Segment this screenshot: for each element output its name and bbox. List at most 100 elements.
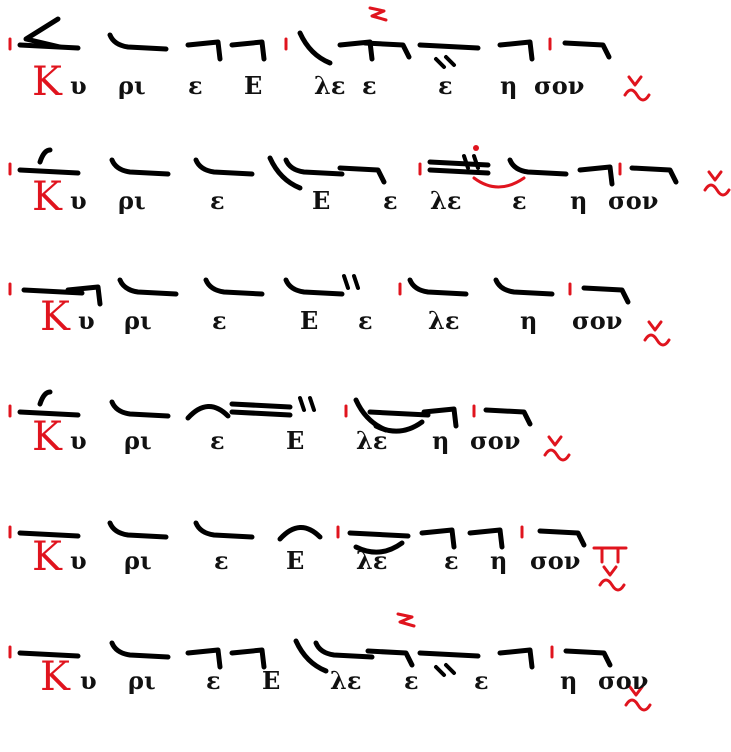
lyric-syllable: η [520, 306, 538, 335]
lyric-syllable: σον [470, 426, 521, 455]
gorgon-icon [368, 6, 388, 22]
pi-sign-icon [592, 546, 628, 564]
apostrophos-neume-icon [185, 647, 223, 670]
kentema-neume-icon [562, 40, 612, 60]
lyric-syllable: Ε [244, 71, 263, 100]
ison-neume-icon [283, 277, 345, 297]
initial-letter: Κ [32, 174, 62, 220]
martyria-accent-icon [647, 320, 663, 332]
ison-neume-icon [109, 157, 171, 177]
lyric-syllable: η [500, 71, 518, 100]
lyric-syllable: ε [438, 71, 453, 100]
dot-icon [473, 145, 479, 151]
elaphron-neume-icon [353, 540, 405, 555]
ison-neume-icon [193, 520, 255, 540]
lyric-syllable: λε [430, 186, 462, 215]
oligon-neume-icon [417, 650, 481, 659]
apostrophos-neume-icon [229, 647, 267, 670]
ison-neume-icon [109, 640, 171, 660]
lyric-syllable: ε [404, 666, 419, 695]
initial-letter: Κ [32, 59, 62, 105]
lyric-syllable: υ [80, 666, 97, 695]
apostrophos-neume-icon [229, 39, 267, 62]
kentema-neume-icon [483, 407, 533, 427]
martyria-accent-icon [547, 435, 563, 447]
oligon-neume-icon [17, 167, 81, 176]
lyric-syllable: Ε [286, 546, 305, 575]
kentemata-icon [342, 274, 360, 290]
lyric-syllable: υ [70, 426, 87, 455]
initial-letter: Κ [32, 534, 62, 580]
lyric-syllable: λε [428, 306, 460, 335]
kentema-neume-icon [537, 528, 587, 548]
lyric-syllable: ρι [128, 666, 156, 695]
lyric-syllable: ρι [124, 426, 152, 455]
kentemata-icon [298, 396, 316, 412]
vareia-icon [267, 155, 303, 191]
vareia-icon [293, 638, 329, 674]
lyric-syllable: ε [214, 546, 229, 575]
martyria-accent-icon [602, 565, 618, 577]
lyric-syllable: Ε [312, 186, 331, 215]
lyric-syllable: υ [78, 306, 95, 335]
lyric-syllable: Ε [262, 666, 281, 695]
lyric-syllable: σον [534, 71, 585, 100]
oligon-neume-icon [347, 530, 411, 539]
oligon-neume-icon [427, 159, 491, 168]
ison-neume-icon [109, 399, 171, 419]
lyric-syllable: υ [70, 186, 87, 215]
hyporrhoe-neume-icon [434, 55, 456, 69]
ison-neume-icon [117, 277, 179, 297]
lyric-syllable: λε [356, 426, 388, 455]
vareia-icon [297, 30, 333, 66]
martyria-sign-icon [643, 333, 671, 347]
lyric-syllable: ε [212, 306, 227, 335]
initial-letter: Κ [40, 294, 70, 340]
kentema-neume-icon [337, 165, 387, 185]
oligon-neume-icon [367, 409, 431, 418]
oligon-neume-icon [17, 409, 81, 418]
martyria-sign-icon [598, 578, 626, 592]
lyric-syllable: ε [206, 666, 221, 695]
ison-neume-icon [107, 520, 169, 540]
kentema-neume-icon [629, 165, 679, 185]
oligon-neume-icon [21, 287, 85, 296]
martyria-sign-icon [624, 698, 652, 712]
martyria-sign-icon [543, 448, 571, 462]
martyria-sign-icon [623, 88, 651, 102]
lyric-syllable: σον [530, 546, 581, 575]
kentemata-icon [462, 154, 480, 170]
psifiston-icon [37, 147, 53, 165]
lyric-syllable: η [570, 186, 588, 215]
lyric-syllable: υ [70, 546, 87, 575]
kentema-neume-icon [365, 648, 415, 668]
oligon-neume-icon [417, 42, 481, 51]
lyric-syllable: ρι [124, 306, 152, 335]
lyric-syllable: ε [474, 666, 489, 695]
oligon-neume-icon [229, 409, 293, 418]
apostrophos-neume-icon [185, 39, 223, 62]
slur-icon [472, 176, 526, 189]
ison-neume-icon [493, 277, 555, 297]
lyric-syllable: σον [598, 666, 649, 695]
initial-letter: Κ [32, 414, 62, 460]
lyric-syllable: ε [362, 71, 377, 100]
apostrophos-neume-icon [497, 647, 535, 670]
martyria-accent-icon [707, 170, 723, 182]
lyric-syllable: ε [512, 186, 527, 215]
psifiston-icon [37, 389, 53, 407]
oligon-neume-icon [17, 530, 81, 539]
lyric-syllable: Ε [286, 426, 305, 455]
petaste-neume-icon [185, 404, 231, 421]
apostrophos-neume-icon [577, 164, 615, 187]
martyria-accent-icon [628, 685, 644, 697]
oligon-neume-icon [229, 401, 293, 410]
ison-neume-icon [107, 32, 169, 52]
petaste-neume-icon [277, 525, 323, 542]
lyric-syllable: λε [314, 71, 346, 100]
lyric-syllable: Ε [300, 306, 319, 335]
apostrophos-neume-icon [497, 39, 535, 62]
initial-letter: Κ [40, 654, 70, 700]
lyric-syllable: σον [572, 306, 623, 335]
